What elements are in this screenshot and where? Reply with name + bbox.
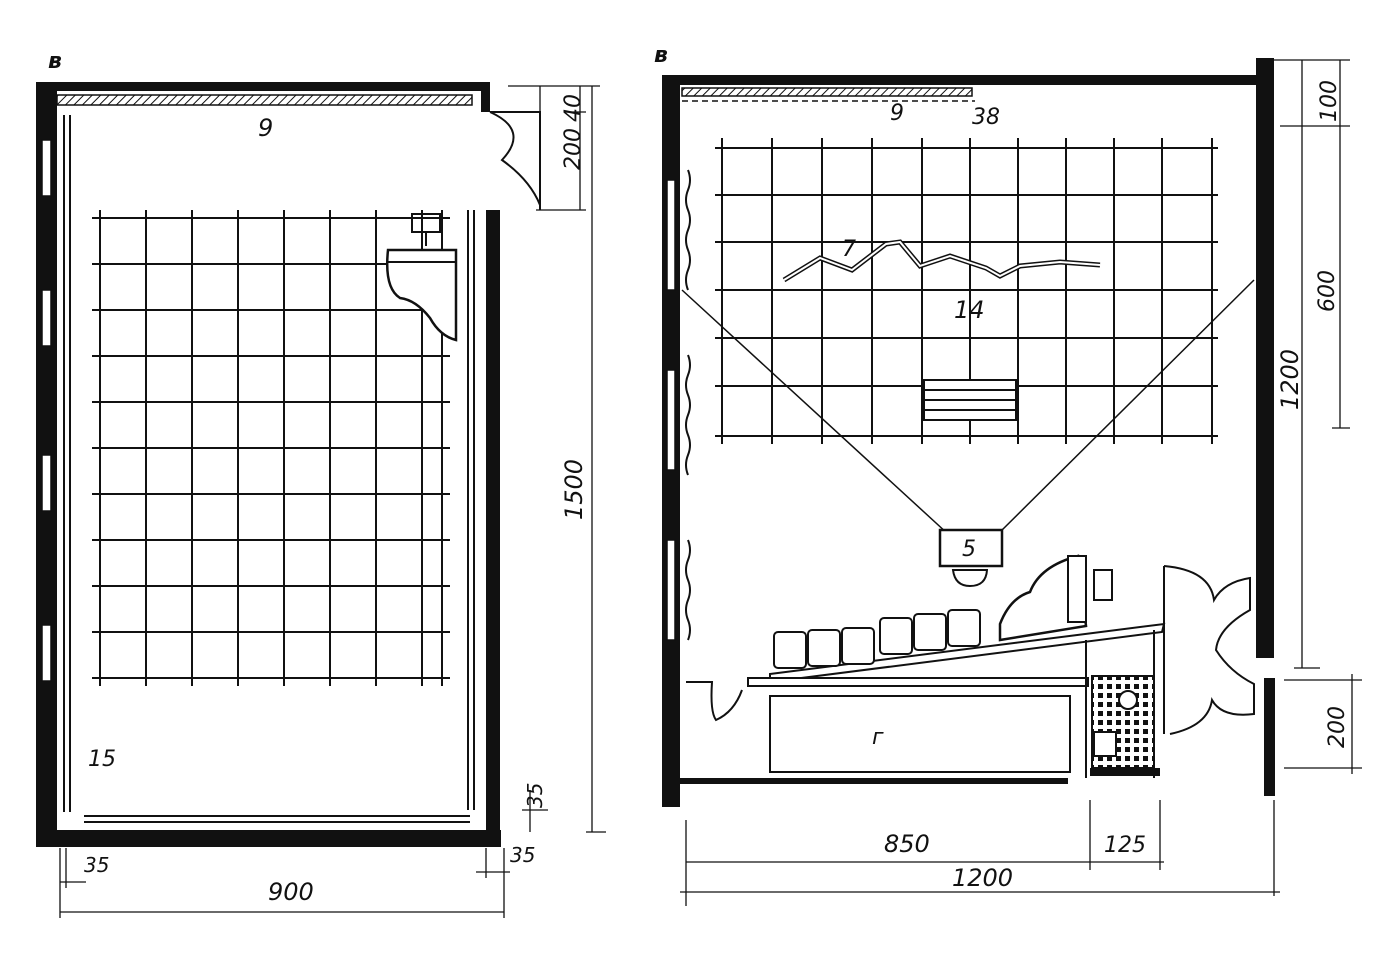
plan-right-booth-label: г [872, 725, 884, 750]
plan-right-door [1163, 565, 1255, 735]
plan-left-dim-door-offset: 40 [561, 94, 586, 122]
plan-right-sightline [782, 239, 1101, 283]
plan-right-letter: в [654, 43, 668, 68]
plan-left-door [489, 111, 541, 210]
plan-left-bottom-bench [84, 815, 470, 823]
plan-left-walls [36, 82, 501, 847]
plan-right-projector-label: 5 [962, 537, 976, 562]
plan-left-dim-width: 900 [268, 878, 314, 906]
plan-right-projection-lines [681, 279, 1255, 535]
plan-right: в 9 38 [654, 43, 1362, 906]
plan-right-piano [998, 554, 1113, 642]
plan-right-seating-area-label: 14 [954, 296, 985, 324]
plan-right-sightline-label: 7 [842, 237, 856, 262]
plan-right-stage-steps [923, 379, 1017, 421]
plan-left-screen [56, 94, 473, 106]
plan-left-wall-item-label: 15 [88, 747, 116, 772]
plan-left-screen-label: 9 [258, 114, 273, 142]
plan-right-seats [769, 609, 1166, 684]
plan-right-grid [715, 138, 1218, 444]
plan-left-piano [386, 213, 458, 342]
plan-right-dim-length: 1200 [1276, 349, 1304, 410]
plan-left-letter: в [48, 49, 62, 74]
plan-left-windows [41, 139, 52, 682]
plan-right-dim-top-gap: 100 [1317, 80, 1342, 122]
plan-left-dim-door-width: 200 [561, 128, 586, 170]
plan-right-dim-booth-width: 125 [1104, 833, 1146, 858]
plan-right-projector [938, 528, 1004, 588]
plan-right-windows [666, 169, 691, 641]
plan-right-walls [662, 58, 1275, 807]
plan-right-screen-label: 9 [890, 101, 904, 126]
plan-right-dim-screen-zone: 600 [1315, 270, 1340, 312]
plan-left-dim-right-margin: 35 [510, 843, 535, 867]
plan-right-dim-booth-depth: 200 [1325, 706, 1350, 748]
plan-left-seat-grid [92, 210, 450, 686]
plan-right-dimension-lines [680, 59, 1362, 906]
plan-left-dimension-lines [59, 85, 606, 918]
plan-right-dim-hall-width: 850 [884, 830, 930, 858]
plan-right-booth [686, 630, 1155, 778]
plan-left: в 9 [36, 49, 606, 918]
plan-right-screen-ref-label: 38 [972, 105, 1000, 130]
plan-left-dim-left-margin: 35 [84, 853, 109, 877]
plan-left-dim-length: 1500 [560, 459, 588, 520]
plan-right-dim-total-width: 1200 [952, 864, 1013, 892]
plan-left-dim-bottom-margin: 35 [523, 783, 547, 808]
plan-right-screen [681, 87, 973, 97]
